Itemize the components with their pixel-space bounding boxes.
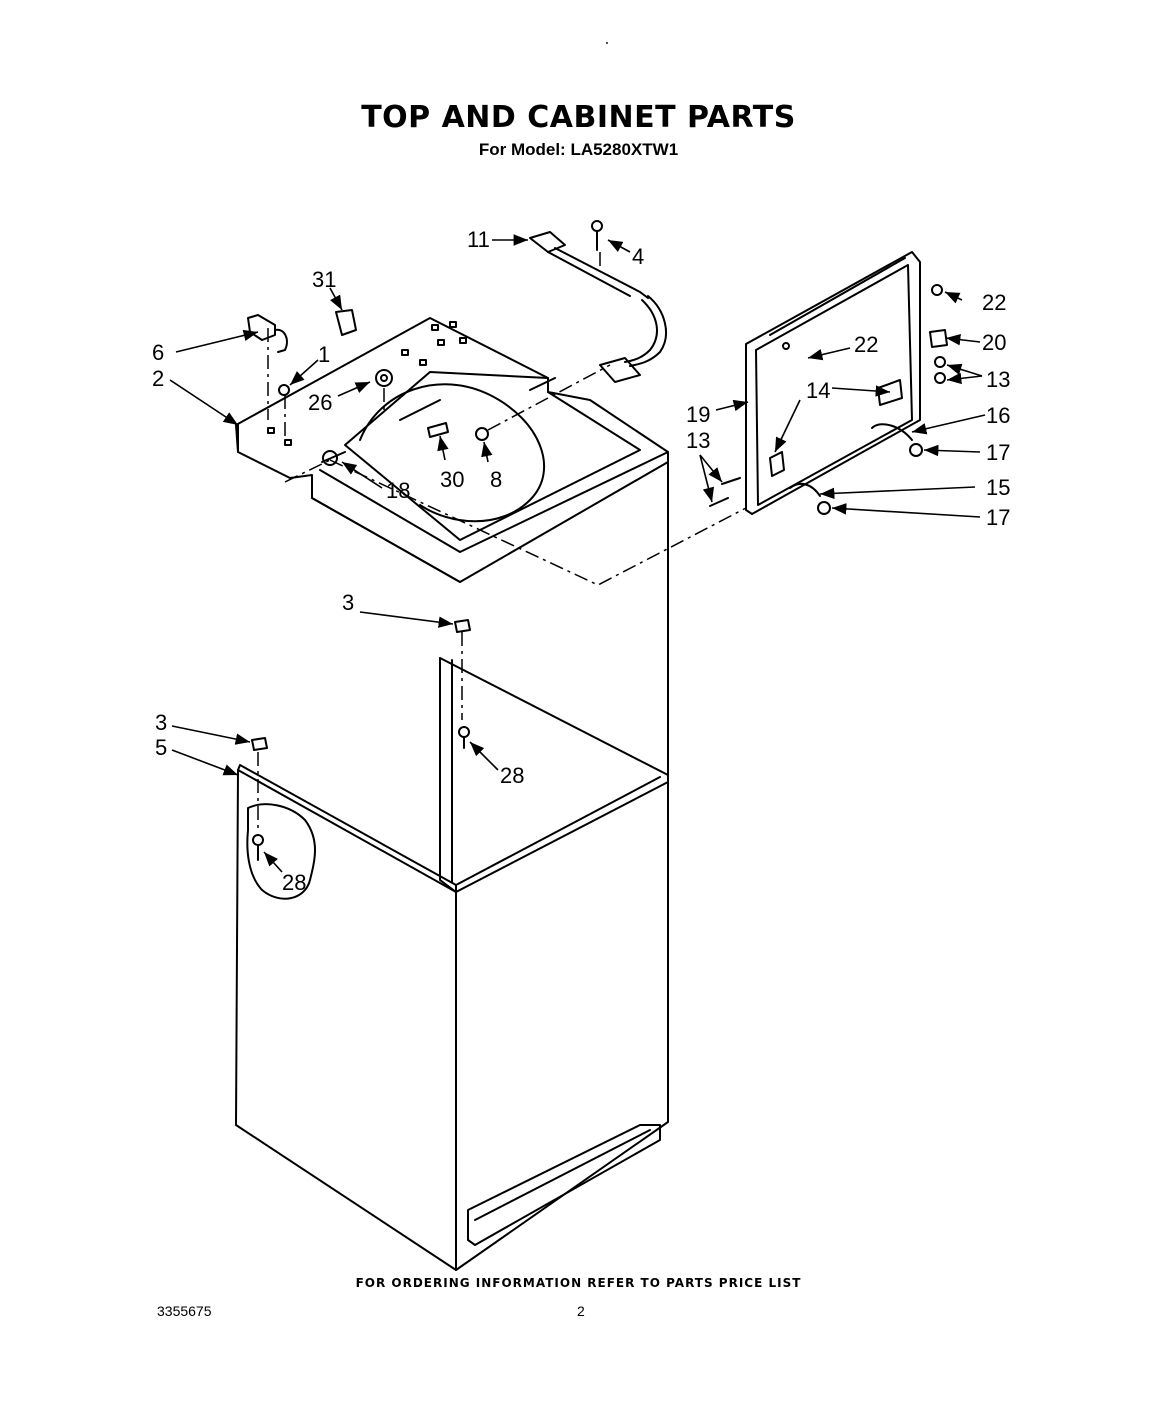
callout-5: 5 <box>155 735 167 760</box>
scan-speck <box>606 42 608 44</box>
callout-11: 11 <box>467 227 490 252</box>
clip-part-3-upper <box>454 619 471 633</box>
callout-8: 8 <box>490 467 502 492</box>
screw-part-28-upper <box>458 726 470 749</box>
callout-18: 18 <box>386 478 410 503</box>
callout-4: 4 <box>632 244 644 269</box>
bumper-part-26 <box>375 369 393 387</box>
lid-hardware <box>709 284 948 515</box>
screw-part-1 <box>278 384 290 396</box>
callout-15: 15 <box>986 475 1010 500</box>
callout-22-lower: 22 <box>854 332 878 357</box>
callout-30: 30 <box>440 467 464 492</box>
callout-17-upper: 17 <box>986 440 1010 465</box>
callout-13-right: 13 <box>986 367 1010 392</box>
callout-2: 2 <box>152 366 164 391</box>
callout-6: 6 <box>152 340 164 365</box>
callout-31: 31 <box>312 267 336 292</box>
clip-part-31 <box>335 309 357 336</box>
model-subtitle: For Model: LA5280XTW1 <box>478 140 679 159</box>
washer-top <box>235 317 669 583</box>
page-number: 2 <box>577 1303 585 1319</box>
ordering-note: FOR ORDERING INFORMATION REFER TO PARTS … <box>355 1276 802 1290</box>
callout-28-lower: 28 <box>282 870 306 895</box>
washer-cabinet <box>235 459 669 1271</box>
callout-20: 20 <box>982 330 1006 355</box>
part-30 <box>427 422 449 438</box>
screw-part-28-lower <box>252 834 264 861</box>
lid-switch-harness <box>529 220 667 383</box>
callout-28-upper: 28 <box>500 763 524 788</box>
alignment-lines <box>257 252 747 832</box>
callout-22-upper: 22 <box>982 290 1006 315</box>
callout-3-upper: 3 <box>342 590 354 615</box>
page-title: TOP AND CABINET PARTS <box>361 100 796 135</box>
part-8 <box>475 427 489 441</box>
callout-13-left: 13 <box>686 428 710 453</box>
callout-16: 16 <box>986 403 1010 428</box>
callout-3-lower: 3 <box>155 710 167 735</box>
callout-19: 19 <box>686 402 710 427</box>
callout-labels: 31 6 1 2 26 30 8 18 11 4 22 20 22 13 14 … <box>152 227 1010 895</box>
document-number: 3355675 <box>157 1303 212 1319</box>
washer-lid <box>745 251 921 515</box>
callout-17-lower: 17 <box>986 505 1010 530</box>
clip-part-3-lower <box>251 737 268 751</box>
callout-14: 14 <box>806 378 830 403</box>
leader-arrows <box>169 234 986 873</box>
callout-26: 26 <box>308 390 332 415</box>
hinge-part-18 <box>321 450 346 466</box>
callout-1: 1 <box>318 342 330 367</box>
